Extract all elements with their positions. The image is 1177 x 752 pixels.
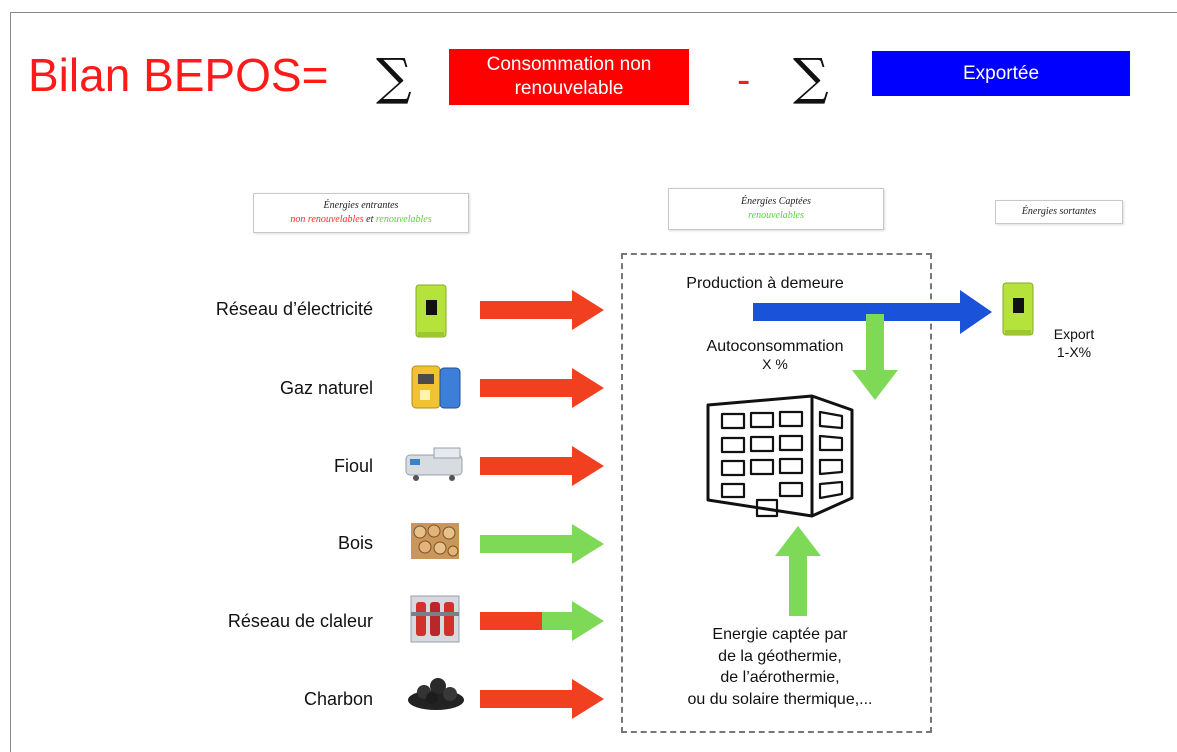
source-label-gas: Gaz naturel	[279, 378, 373, 398]
exported-box: Exportée	[872, 51, 1130, 96]
building-icon	[706, 394, 854, 518]
captured-title: Énergies Captées	[741, 195, 811, 207]
arrow-gas	[480, 368, 604, 408]
consumption-line-2: renouvelable	[514, 78, 624, 99]
outgoing-energies-legend: Énergies sortantes	[995, 200, 1123, 224]
incoming-subtitle: non renouvelables et renouvelables	[254, 213, 468, 228]
arrow-coal	[480, 679, 604, 719]
heat-network-icon	[410, 595, 460, 643]
export-line-1: Export	[1053, 326, 1095, 342]
minus-symbol: -	[737, 58, 751, 102]
captured-green-text: renouvelables	[748, 210, 804, 221]
consumption-line-1: Consommation non	[486, 54, 652, 76]
export-meter-icon	[1002, 282, 1034, 336]
gas-meter-icon	[411, 365, 461, 409]
sigma-symbol-2: ∑	[793, 48, 829, 106]
captured-energies-legend: Énergies Captées renouvelables	[668, 188, 884, 230]
outgoing-title: Énergies sortantes	[1021, 205, 1097, 217]
autoconsumption-label: Autoconsommation X %	[670, 338, 880, 372]
export-label: Export 1-X%	[1036, 325, 1112, 361]
arrow-captured-energy	[775, 526, 821, 616]
wood-logs-icon	[411, 523, 459, 559]
source-label-electricity: Réseau d’électricité	[215, 299, 373, 319]
electric-meter-icon	[415, 284, 447, 338]
captured-line-1: Energie captée par	[712, 626, 848, 643]
coal-icon	[408, 678, 464, 710]
source-label-coal: Charbon	[303, 689, 373, 709]
incoming-red-text: non renouvelables	[290, 214, 364, 225]
export-line-2: 1-X%	[1056, 344, 1092, 361]
page-title: Bilan BEPOS=	[28, 49, 329, 101]
source-label-wood: Bois	[337, 533, 373, 553]
arrow-autoconsumption	[852, 314, 898, 400]
arrow-fuel	[480, 446, 604, 486]
consumption-box: Consommation non renouvelable	[449, 49, 689, 105]
captured-line-2: de la géothermie,	[718, 647, 842, 665]
incoming-and-text: et	[363, 214, 376, 225]
autoconsumption-line-2: X %	[762, 356, 788, 373]
source-label-heat-network: Réseau de claleur	[227, 611, 373, 631]
arrow-heat-network	[480, 601, 604, 641]
arrow-electricity	[480, 290, 604, 330]
arrow-export	[753, 290, 992, 334]
captured-line-3: de l’aérothermie,	[720, 669, 840, 687]
incoming-green-text: renouvelables	[375, 214, 432, 225]
autoconsumption-line-1: Autoconsommation	[706, 338, 844, 355]
incoming-title: Énergies entrantes	[323, 199, 399, 211]
source-label-fuel: Fioul	[333, 456, 373, 476]
sigma-symbol: ∑	[376, 48, 412, 106]
fuel-truck-icon	[405, 447, 463, 481]
slide-frame	[10, 12, 1177, 752]
incoming-energies-legend: Énergies entrantes non renouvelables et …	[253, 193, 469, 233]
production-label: Production à demeure	[686, 275, 844, 292]
captured-energy-zone	[621, 253, 932, 733]
captured-line-4: ou du solaire thermique,...	[687, 690, 873, 708]
arrow-wood	[480, 524, 604, 564]
captured-energy-text: Energie captée par de la géothermie, de …	[640, 624, 920, 710]
